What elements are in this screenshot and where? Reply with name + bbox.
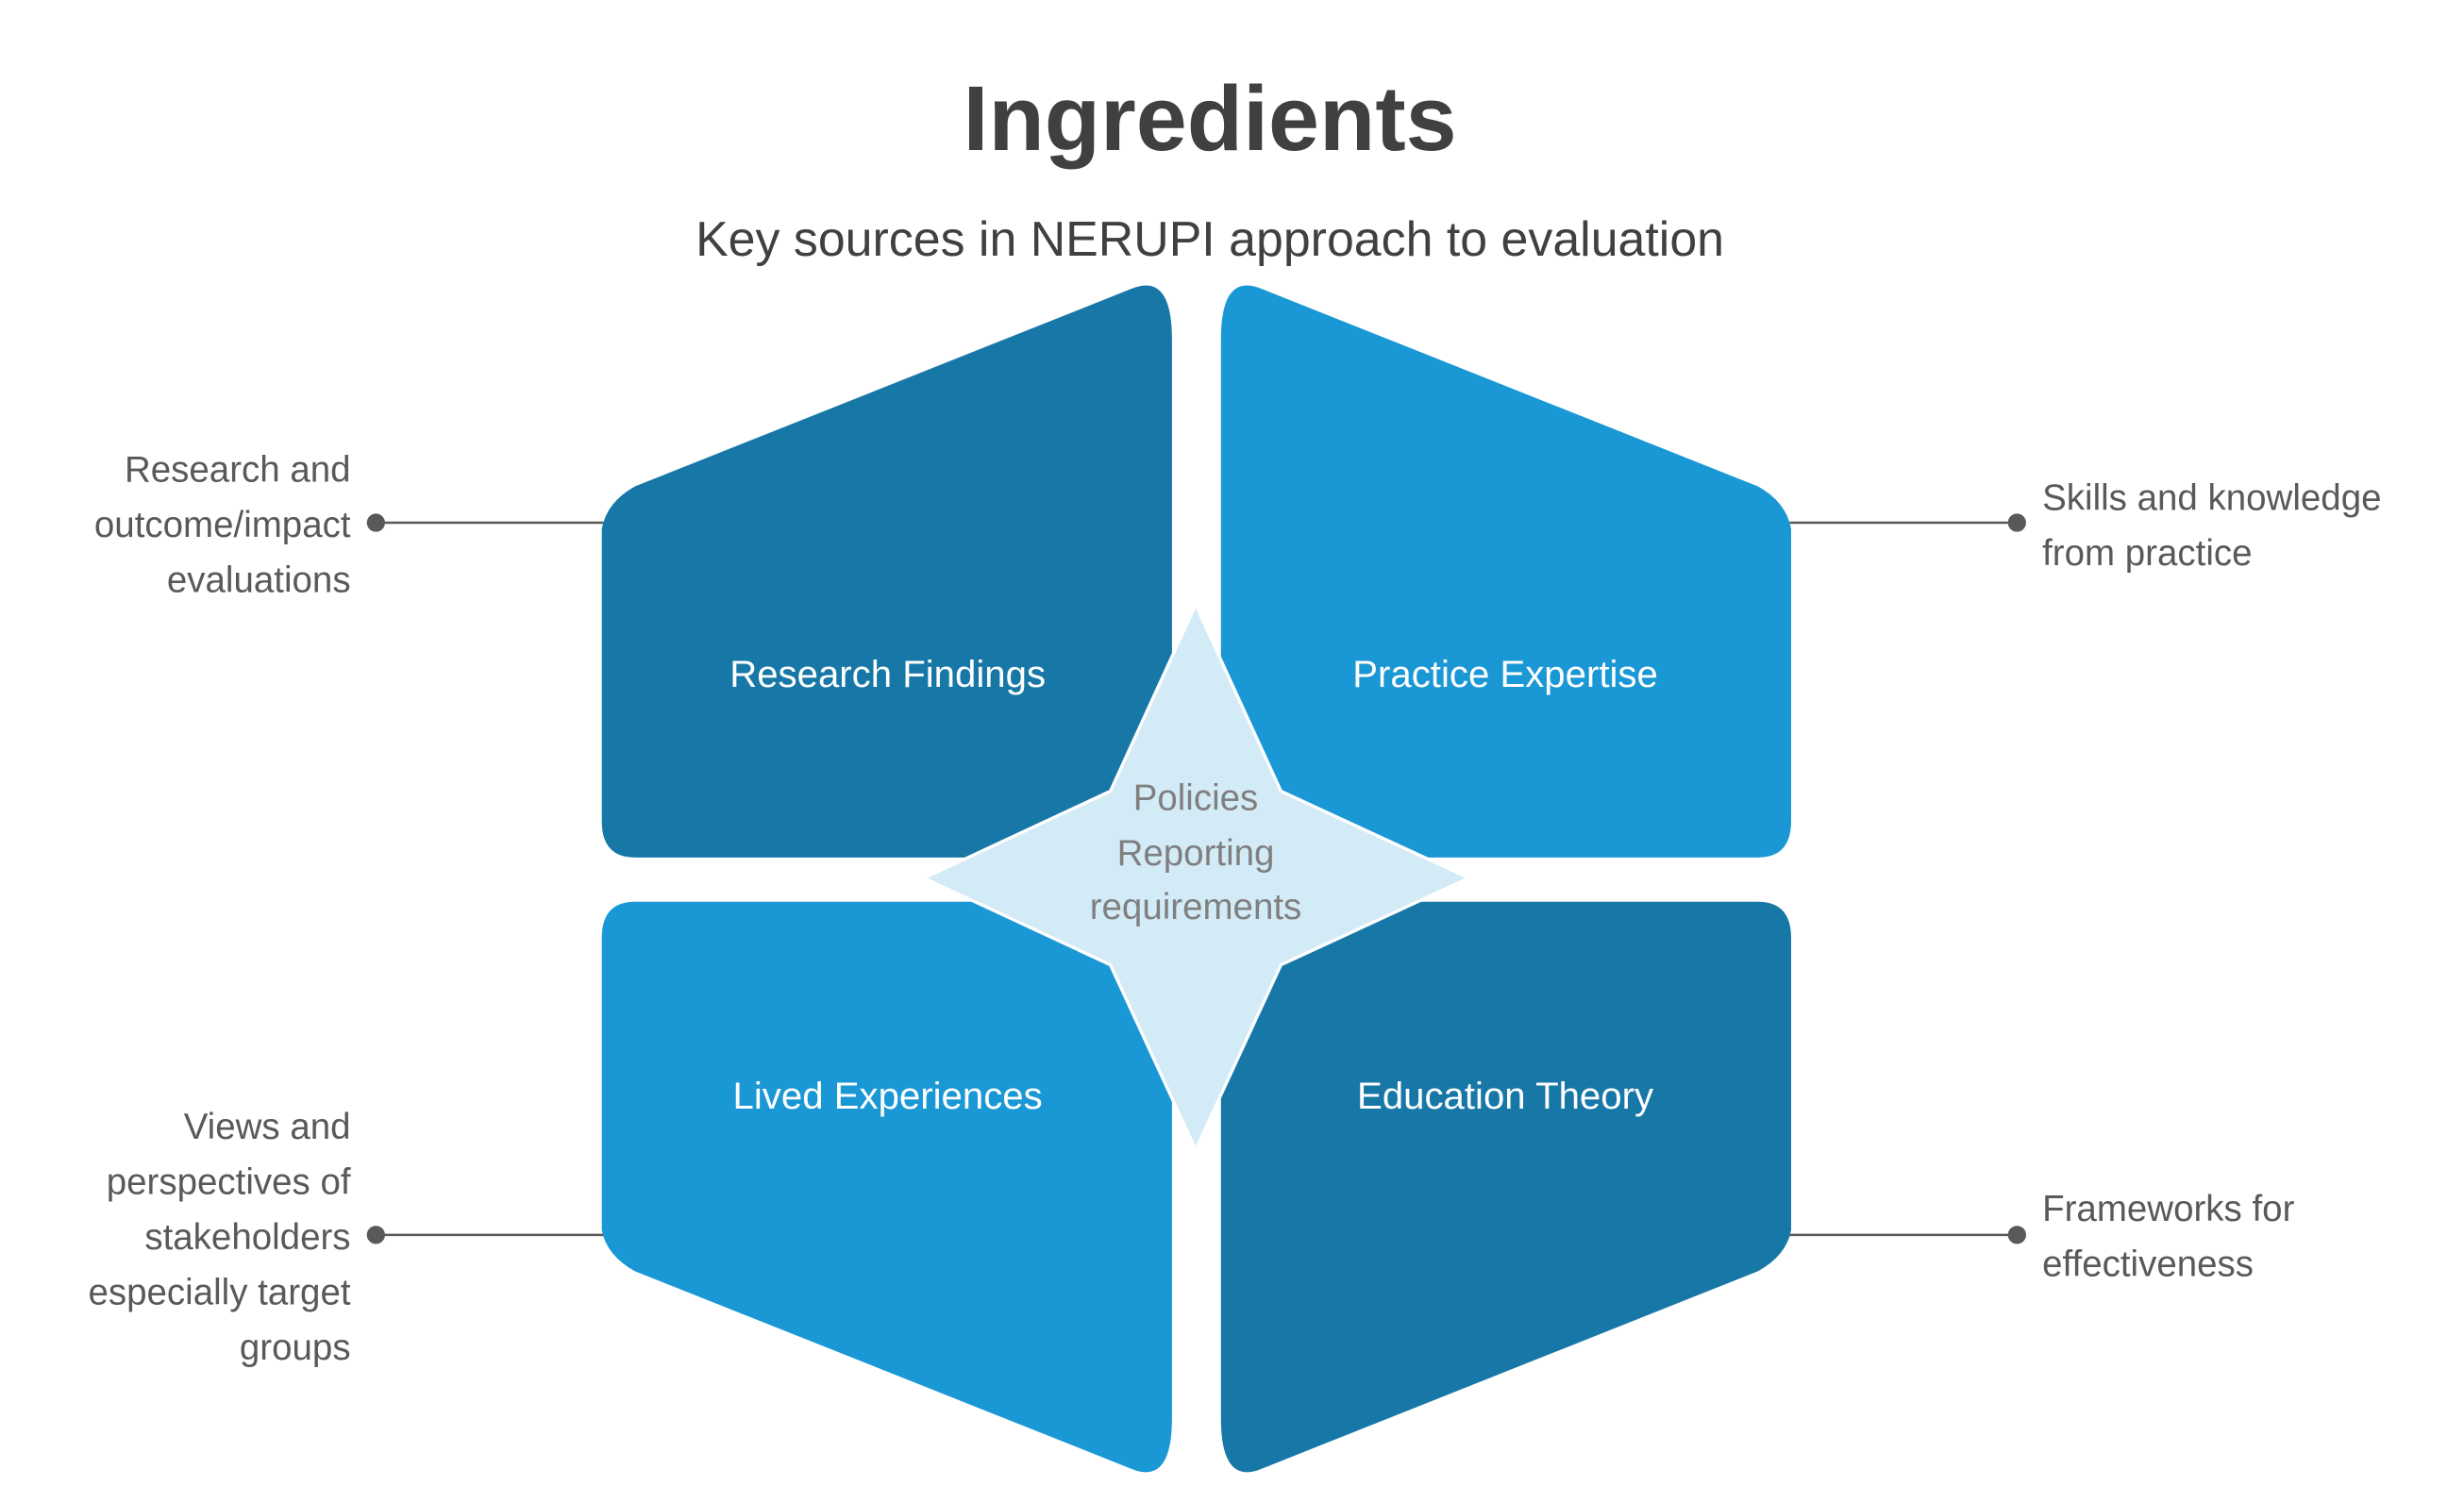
connector-dot-practice <box>2007 513 2026 532</box>
description-line: groups <box>240 1327 351 1368</box>
description-line: Frameworks for <box>2042 1189 2294 1229</box>
center-line: Policies <box>1133 778 1259 819</box>
connector-dot-research <box>366 513 385 532</box>
quadrant-practice-expertise <box>1220 285 1791 858</box>
description-line: perspectives of <box>107 1161 351 1202</box>
description-theory: Frameworks for effectiveness <box>2042 1189 2294 1285</box>
quadrant-lived-experiences <box>601 901 1172 1473</box>
center-star <box>920 601 1473 1154</box>
connectors <box>366 513 2026 1244</box>
quadrant-label: Education Theory <box>1357 1075 1653 1117</box>
description-line: Views and <box>184 1107 351 1147</box>
description-research: Research and outcome/impact evaluations <box>94 449 351 600</box>
description-line: effectiveness <box>2042 1244 2254 1284</box>
description-line: Skills and knowledge <box>2042 478 2381 519</box>
description-line: outcome/impact <box>94 505 351 545</box>
page-title: Ingredients <box>963 67 1456 170</box>
quadrant-label: Lived Experiences <box>733 1075 1043 1117</box>
page-subtitle: Key sources in NERUPI approach to evalua… <box>696 211 1724 266</box>
description-line: Research and <box>125 449 351 490</box>
description-line: evaluations <box>167 560 351 601</box>
connector-dot-theory <box>2007 1226 2026 1244</box>
description-line: from practice <box>2042 533 2252 574</box>
description-line: especially target <box>88 1273 350 1313</box>
description-practice: Skills and knowledge from practice <box>2042 478 2381 575</box>
connector-dot-lived <box>366 1226 385 1244</box>
center-line: Reporting <box>1117 833 1275 874</box>
quadrant-label: Research Findings <box>729 653 1046 695</box>
quadrant-label: Practice Expertise <box>1352 653 1658 695</box>
quadrant-research-findings <box>601 285 1172 858</box>
description-lived: Views and perspectives of stakeholders e… <box>88 1107 350 1368</box>
quadrant-education-theory <box>1220 901 1791 1473</box>
center-line: requirements <box>1090 887 1302 927</box>
description-line: stakeholders <box>144 1217 350 1258</box>
